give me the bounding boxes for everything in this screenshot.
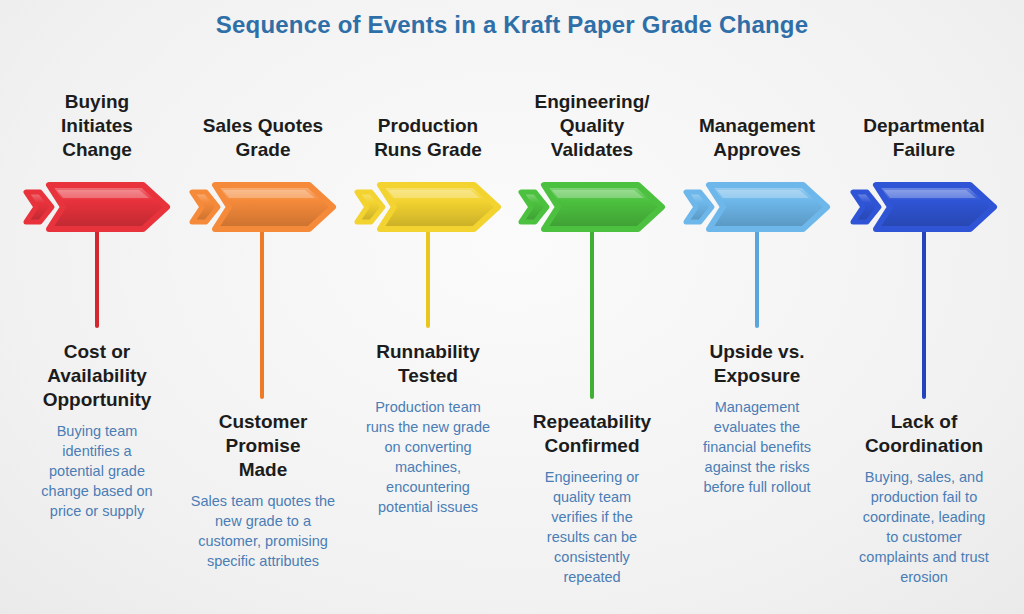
stick — [922, 226, 926, 397]
arrow-tail — [686, 192, 712, 222]
stage-subheading: Lack of Coordination — [854, 410, 994, 458]
stage-description: Sales team quotes the new grade to a cus… — [191, 491, 336, 571]
stage-detail: Runnability TestedProduction team runs t… — [353, 340, 503, 517]
arrow-shape — [23, 178, 171, 236]
stage-arrow: Engineering/ Quality ValidatesRepeatabil… — [518, 178, 666, 236]
stage-detail: Cost or Availability OpportunityBuying t… — [32, 340, 162, 521]
arrow-highlight — [223, 190, 315, 198]
stage-description: Buying, sales, and production fail to co… — [855, 467, 993, 587]
stick — [95, 226, 99, 326]
arrow-tail — [192, 192, 218, 222]
arrow-highlight — [717, 190, 809, 198]
stage-subheading: Repeatability Confirmed — [517, 410, 667, 458]
arrow-highlight — [884, 190, 976, 198]
stage-description: Management evaluates the financial benef… — [693, 397, 821, 497]
arrow-body — [49, 185, 167, 229]
arrow-shape — [683, 178, 831, 236]
stage-arrow: Buying Initiates ChangeCost or Availabil… — [23, 178, 171, 236]
arrow-tail — [521, 192, 547, 222]
stick — [426, 226, 430, 326]
stage-detail: Upside vs. ExposureManagement evaluates … — [692, 340, 822, 497]
stage-detail: Lack of CoordinationBuying, sales, and p… — [854, 410, 994, 587]
stage-subheading: Runnability Tested — [353, 340, 503, 388]
stage-arrow: Production Runs GradeRunnability TestedP… — [354, 178, 502, 236]
arrow-tail — [357, 192, 383, 222]
stage-description: Production team runs the new grade on co… — [363, 397, 493, 517]
stage-arrow: Sales Quotes GradeCustomer Promise MadeS… — [189, 178, 337, 236]
arrow-shape — [518, 178, 666, 236]
stick — [260, 226, 264, 397]
stage-description: Engineering or quality team verifies if … — [528, 467, 656, 587]
arrow-highlight — [388, 190, 480, 198]
stage-heading: Departmental Failure — [849, 114, 999, 162]
arrow-highlight — [552, 190, 644, 198]
arrow-body — [380, 185, 498, 229]
stage-heading: Sales Quotes Grade — [188, 114, 338, 162]
stage-heading: Engineering/ Quality Validates — [517, 90, 667, 162]
stage-heading: Production Runs Grade — [353, 114, 503, 162]
stage-detail: Repeatability ConfirmedEngineering or qu… — [517, 410, 667, 587]
arrow-body — [876, 185, 994, 229]
stage-description: Buying team identifies a potential grade… — [36, 421, 158, 521]
stage-heading: Management Approves — [682, 114, 832, 162]
stage-subheading: Upside vs. Exposure — [692, 340, 822, 388]
arrow-body — [215, 185, 333, 229]
diagram-title: Sequence of Events in a Kraft Paper Grad… — [0, 11, 1024, 39]
arrow-highlight — [57, 190, 149, 198]
stick — [755, 226, 759, 326]
arrow-shape — [189, 178, 337, 236]
arrow-shape — [850, 178, 998, 236]
stick — [590, 226, 594, 397]
stage-subheading: Cost or Availability Opportunity — [32, 340, 162, 412]
arrow-body — [709, 185, 827, 229]
stage-detail: Customer Promise MadeSales team quotes t… — [191, 410, 336, 571]
stage-subheading: Customer Promise Made — [201, 410, 326, 482]
stage-heading: Buying Initiates Change — [37, 90, 157, 162]
arrow-tail — [26, 192, 52, 222]
stage-arrow: Departmental FailureLack of Coordination… — [850, 178, 998, 236]
arrow-tail — [853, 192, 879, 222]
arrow-body — [544, 185, 662, 229]
stage-arrow: Management ApprovesUpside vs. ExposureMa… — [683, 178, 831, 236]
arrow-shape — [354, 178, 502, 236]
